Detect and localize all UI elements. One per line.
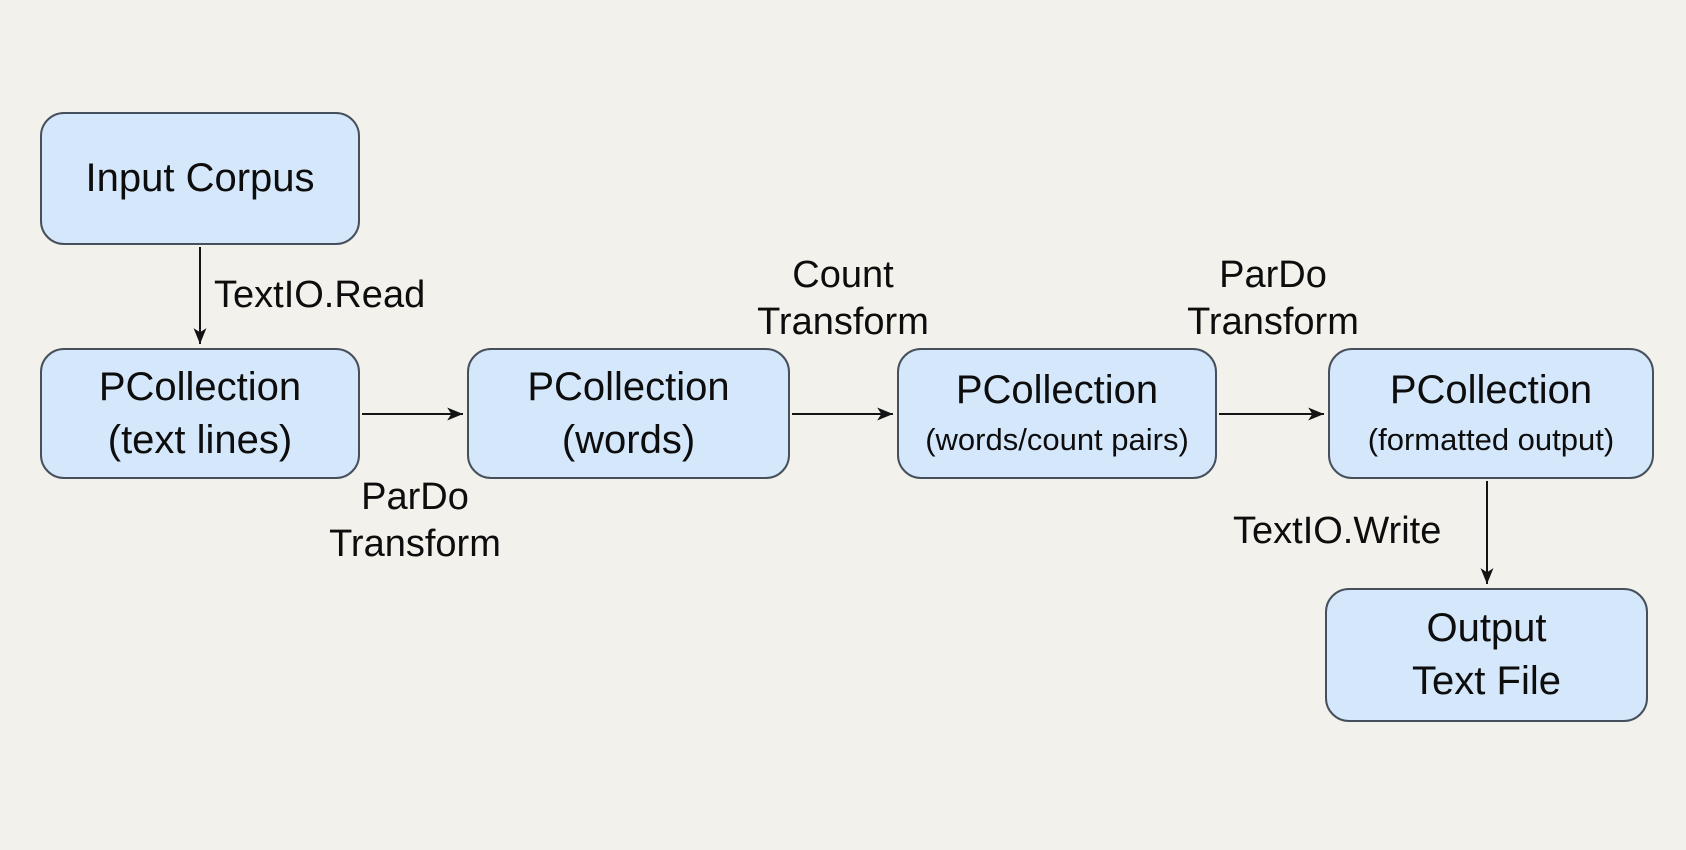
node-subtitle: (words/count pairs) [925,422,1189,457]
edge-label-textio-write: TextIO.Write [1233,510,1442,552]
node-pcollection-words-count-pairs: PCollection (words/count pairs) [897,348,1217,479]
node-pcollection-words: PCollection (words) [467,348,790,479]
node-title: PCollection [527,364,730,409]
node-title: Input Corpus [85,156,315,200]
node-subtitle: (words) [561,417,696,462]
node-title: PCollection [98,364,302,409]
edge-label-pardo-transform-1: ParDo Transform [329,476,501,565]
node-subtitle: (formatted output) [1367,422,1615,457]
edge-label-count-transform: Count Transform [757,254,929,343]
node-input-corpus: Input Corpus [40,112,360,245]
node-subtitle: (text lines) [107,417,293,462]
edge-label-textio-read: TextIO.Read [214,274,426,316]
node-title: PCollection [1389,368,1593,412]
node-pcollection-text-lines: PCollection (text lines) [40,348,360,479]
node-output-text-file: Output Text File [1325,588,1648,722]
node-pcollection-formatted-output: PCollection (formatted output) [1328,348,1654,479]
node-subtitle: Text File [1412,659,1561,703]
node-title: PCollection [955,368,1159,412]
edge-label-pardo-transform-2: ParDo Transform [1187,254,1359,343]
node-title: Output [1426,606,1547,650]
